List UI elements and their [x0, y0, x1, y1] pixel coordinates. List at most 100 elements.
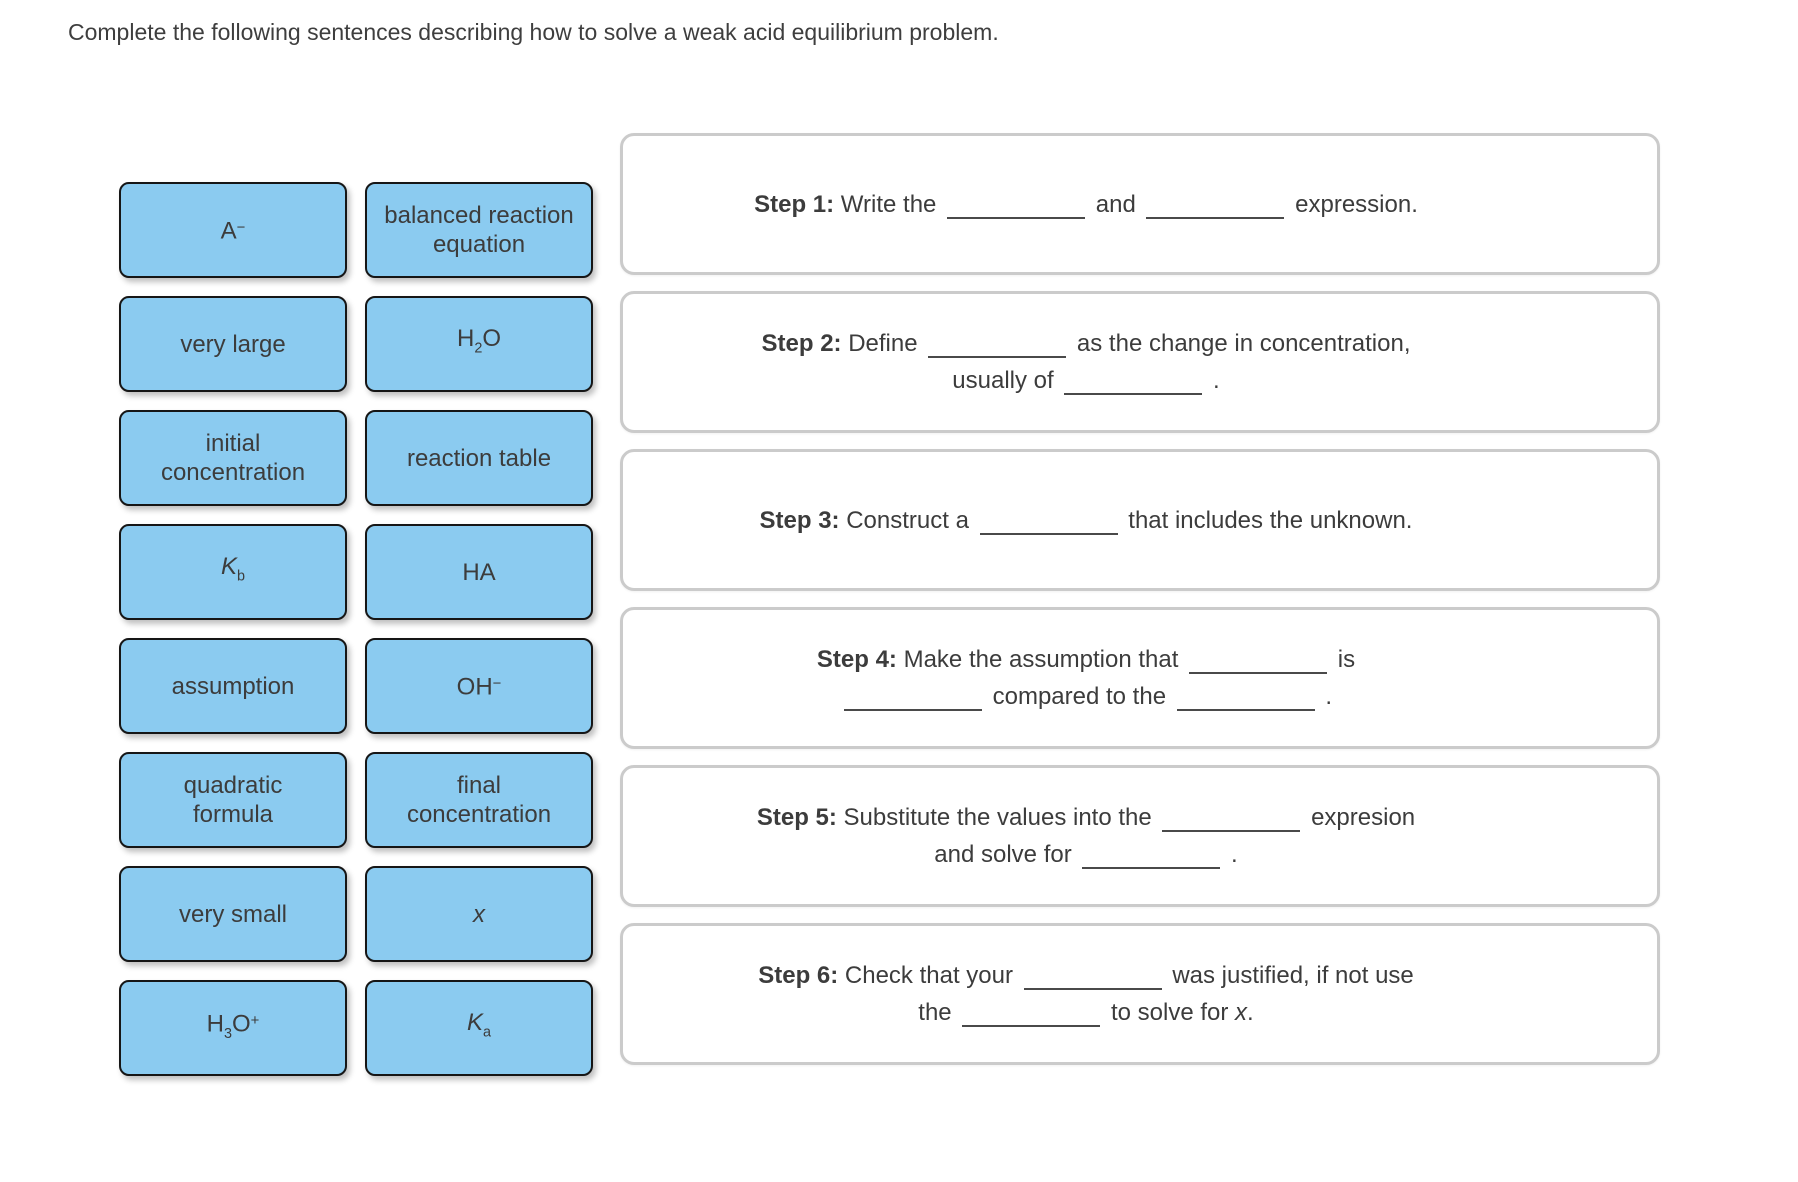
tile-text: H3O+: [207, 1007, 260, 1049]
tile-very-small[interactable]: very small: [119, 866, 347, 962]
tile-text: balanced reaction: [384, 201, 573, 230]
tile-text: concentration: [161, 458, 305, 487]
tile-text: concentration: [407, 800, 551, 829]
text-run: Define: [841, 330, 925, 357]
blank-slot[interactable]: [1189, 656, 1328, 674]
text-run: concentration: [160, 459, 306, 486]
step-6-line: the to solve for x.: [635, 994, 1537, 1031]
tile-x[interactable]: x: [365, 866, 593, 962]
text-run: A: [220, 217, 237, 245]
tile-ka[interactable]: Ka: [365, 980, 593, 1076]
step-2-line: usually of .: [635, 362, 1537, 399]
blank-slot[interactable]: [1176, 693, 1315, 711]
tile-oh-minus[interactable]: OH−: [365, 638, 593, 734]
text-run: quadratic: [183, 772, 283, 799]
step-3-line: Step 3: Construct a that includes the un…: [635, 502, 1537, 539]
step-3-box: Step 3: Construct a that includes the un…: [620, 449, 1660, 591]
text-run: initial: [205, 430, 261, 457]
step-2-line: Step 2: Define as the change in concentr…: [635, 325, 1537, 362]
text-run: .: [1247, 999, 1254, 1026]
superscript: −: [492, 676, 502, 693]
blank-slot[interactable]: [947, 201, 1086, 219]
text-run: H: [206, 1010, 224, 1038]
blank-slot[interactable]: [979, 517, 1118, 535]
tile-text: very large: [180, 330, 285, 359]
tile-text: very small: [179, 900, 287, 929]
superscript: −: [236, 220, 246, 237]
text-run: Construct a: [839, 506, 976, 534]
tile-assumption[interactable]: assumption: [119, 638, 347, 734]
steps-panel: Step 1: Write the and expression. Step 2:…: [620, 133, 1660, 1065]
subscript: b: [237, 568, 246, 585]
text-run: usually of: [952, 367, 1061, 394]
tile-text: final: [457, 771, 501, 800]
blank-slot[interactable]: [1162, 814, 1301, 832]
tile-text: OH−: [457, 670, 502, 702]
tile-text: A−: [221, 214, 246, 246]
text-run: expresion: [1304, 804, 1416, 831]
tile-very-large[interactable]: very large: [119, 296, 347, 392]
tile-text: Ka: [467, 1008, 491, 1047]
text-run: to solve for: [1104, 999, 1236, 1026]
text-run: Write the: [834, 190, 944, 218]
text-run: the: [918, 999, 959, 1026]
tile-text: reaction table: [407, 444, 551, 473]
step-5-box: Step 5: Substitute the values into the e…: [620, 765, 1660, 907]
text-run: K: [220, 553, 237, 581]
tile-h2o[interactable]: H2O: [365, 296, 593, 392]
step-2-box: Step 2: Define as the change in concentr…: [620, 291, 1660, 433]
step-label: Step 6:: [758, 962, 839, 989]
text-run: HA: [462, 558, 496, 586]
step-5-line: Step 5: Substitute the values into the e…: [635, 799, 1537, 836]
blank-slot[interactable]: [843, 693, 982, 711]
text-run: compared to the: [985, 683, 1173, 710]
tile-a-minus[interactable]: A−: [119, 182, 347, 278]
text-run: OH: [456, 673, 493, 701]
blank-slot[interactable]: [1023, 972, 1162, 990]
text-run: very small: [178, 900, 287, 928]
subscript: a: [483, 1024, 492, 1041]
tile-kb[interactable]: Kb: [119, 524, 347, 620]
text-run: Check that your: [838, 962, 1020, 989]
text-run: .: [1224, 841, 1238, 868]
tile-text: Kb: [221, 552, 245, 591]
tile-text: H2O: [457, 324, 501, 363]
text-run: assumption: [171, 672, 295, 700]
tile-text: assumption: [172, 672, 295, 701]
blank-slot[interactable]: [928, 340, 1067, 358]
text-run: equation: [432, 231, 526, 258]
step-4-box: Step 4: Make the assumption that is comp…: [620, 607, 1660, 749]
text-run: that includes the unknown.: [1121, 506, 1413, 534]
text-run: expression.: [1288, 190, 1418, 218]
text-run: final: [456, 772, 502, 799]
text-run: is: [1331, 646, 1356, 673]
text-run: x: [473, 900, 485, 928]
text-run: very large: [180, 330, 286, 358]
step-1-line: Step 1: Write the and expression.: [635, 186, 1537, 223]
tile-reaction-table[interactable]: reaction table: [365, 410, 593, 506]
blank-slot[interactable]: [962, 1009, 1101, 1027]
text-run: formula: [192, 801, 274, 828]
text-run: reaction table: [406, 444, 552, 472]
text-run: K: [466, 1009, 483, 1037]
blank-slot[interactable]: [1146, 201, 1285, 219]
tile-ha[interactable]: HA: [365, 524, 593, 620]
page-title: Complete the following sentences describ…: [68, 19, 999, 45]
text-run: x: [1235, 999, 1248, 1026]
tile-h3o-plus[interactable]: H3O+: [119, 980, 347, 1076]
text-run: and solve for: [934, 841, 1079, 868]
text-run: O: [482, 325, 502, 353]
superscript: +: [250, 1012, 260, 1029]
tile-text: quadratic: [184, 771, 283, 800]
blank-slot[interactable]: [1064, 377, 1203, 395]
step-label: Step 4:: [816, 646, 897, 673]
text-run: O: [232, 1010, 251, 1038]
subscript: 3: [223, 1026, 232, 1043]
step-label: Step 3:: [759, 506, 840, 534]
blank-slot[interactable]: [1082, 851, 1221, 869]
